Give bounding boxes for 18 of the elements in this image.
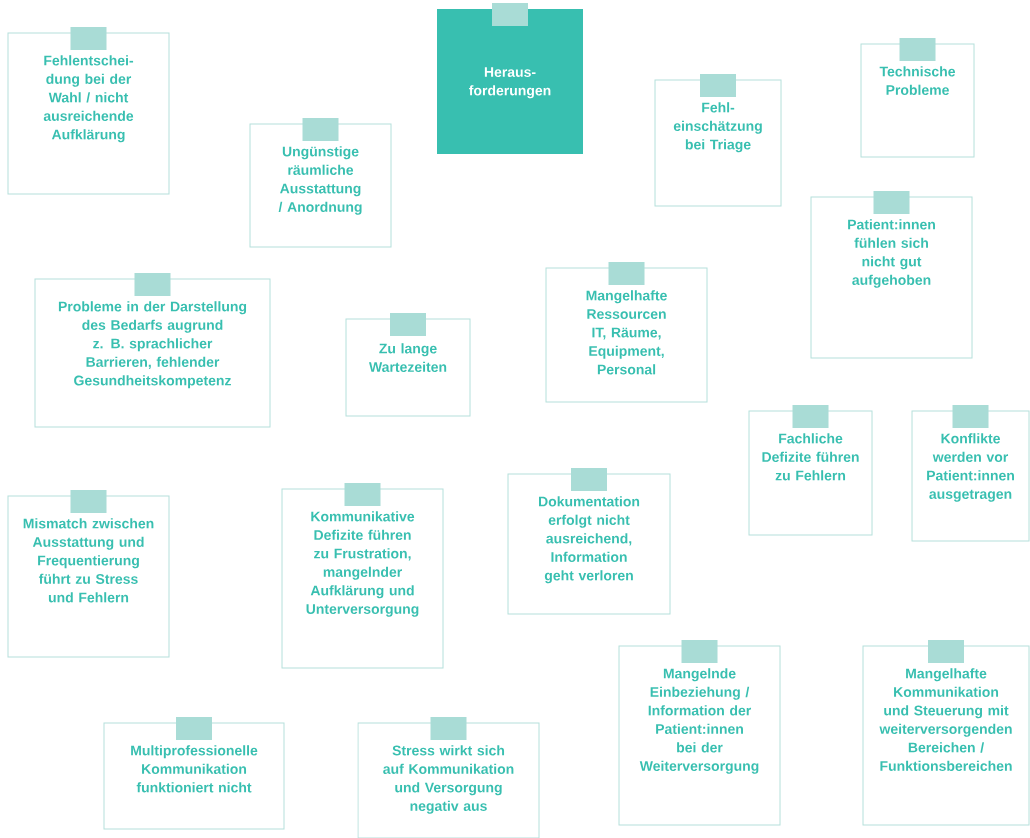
sticky-note: Mangelhafte Kommunikation und Steuerung mit weiterversorgenden Bereichen / Funktionsbereichen (862, 640, 1030, 826)
sticky-note: Kommunikative Defizite führen zu Frustration, mangelnder Aufklärung und Unterversorgung (281, 483, 444, 669)
sticky-note: Multiprofessionelle Kommunikation funktioniert nicht (103, 717, 285, 830)
sticky-note: Technische Probleme (860, 38, 975, 158)
sticky-note: Zu lange Wartezeiten (345, 313, 471, 417)
sticky-note: Konflikte werden vor Patient:innen ausgetragen (911, 405, 1030, 542)
sticky-note: Dokumentation erfolgt nicht ausreichend, Information geht verloren (507, 468, 671, 615)
sticky-note: Probleme in der Darstellung des Bedarfs augrund z. B. sprachlicher Barrieren, fehlender Gesundheitskompetenz (34, 273, 271, 428)
sticky-note: Ungünstige räumliche Ausstattung / Anordnung (249, 118, 392, 248)
sticky-note: Mismatch zwischen Ausstattung und Frequentierung führt zu Stress und Fehlern (7, 490, 170, 658)
sticky-note: Fehlentschei- dung bei der Wahl / nicht ausreichende Aufklärung (7, 27, 170, 195)
sticky-note: Mangelhafte Ressourcen IT, Räume, Equipment, Personal (545, 262, 708, 403)
sticky-note: Stress wirkt sich auf Kommunikation und Versorgung negativ aus (357, 717, 540, 838)
sticky-note: Mangelnde Einbeziehung / Information der Patient:innen bei der Weiterversorgung (618, 640, 781, 826)
sticky-note: Fehl- einschätzung bei Triage (654, 74, 782, 207)
heading-box: Heraus- forderungen (437, 3, 583, 154)
sticky-note: Fachliche Defizite führen zu Fehlern (748, 405, 873, 536)
sticky-note: Patient:innen fühlen sich nicht gut aufgehoben (810, 191, 973, 359)
